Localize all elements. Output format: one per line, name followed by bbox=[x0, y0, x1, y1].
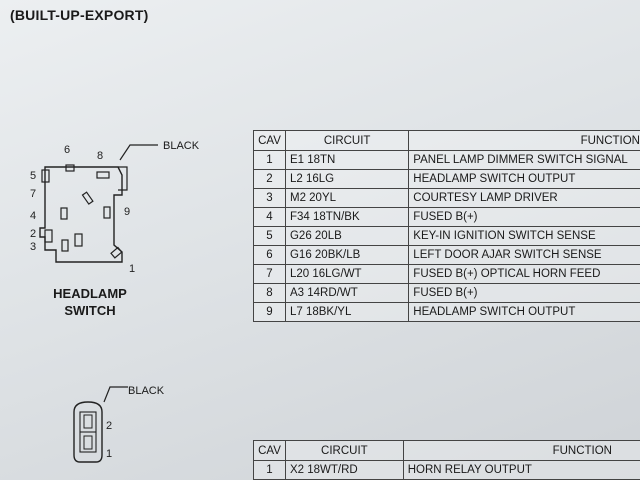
circuit-cell: M2 20YL bbox=[284, 188, 410, 208]
circuit-cell: L20 16LG/WT bbox=[284, 264, 410, 284]
function-cell: FUSED B(+) bbox=[408, 283, 640, 303]
column-header: CAV bbox=[253, 440, 286, 461]
pin-label: 2 bbox=[106, 420, 113, 432]
function-cell: COURTESY LAMP DRIVER bbox=[408, 188, 640, 208]
cav-cell: 2 bbox=[253, 169, 286, 189]
function-cell: LEFT DOOR AJAR SWITCH SENSE bbox=[408, 245, 640, 265]
caption-line: SWITCH bbox=[64, 303, 116, 318]
pin-label: 1 bbox=[106, 448, 113, 460]
circuit-cell: E1 18TN bbox=[284, 150, 410, 170]
pin-label: 9 bbox=[124, 206, 131, 218]
column-header: CAV bbox=[253, 130, 286, 151]
circuit-cell: X2 18WT/RD bbox=[284, 460, 404, 480]
cav-cell: 8 bbox=[253, 283, 286, 303]
circuit-cell: F34 18TN/BK bbox=[284, 207, 410, 227]
connector-color-label: BLACK bbox=[163, 140, 200, 152]
headlamp-switch-connector-diagram bbox=[39, 144, 158, 463]
table-header-row: CAV CIRCUIT FUNCTION bbox=[253, 440, 640, 461]
connector-color-label: BLACK bbox=[128, 385, 165, 397]
cav-cell: 3 bbox=[253, 188, 286, 208]
cav-cell: 9 bbox=[253, 302, 286, 322]
function-cell: HEADLAMP SWITCH OUTPUT bbox=[408, 302, 640, 322]
function-cell: FUSED B(+) OPTICAL HORN FEED bbox=[408, 264, 640, 284]
circuit-cell: G16 20BK/LB bbox=[284, 245, 410, 265]
circuit-cell: G26 20LB bbox=[284, 226, 410, 246]
cav-cell: 6 bbox=[253, 245, 286, 265]
function-cell: FUSED B(+) bbox=[408, 207, 640, 227]
function-cell: HORN RELAY OUTPUT bbox=[402, 460, 640, 480]
table-header-row: CAV CIRCUIT FUNCTION bbox=[253, 130, 640, 151]
cav-cell: 1 bbox=[253, 460, 286, 480]
pin-label: 8 bbox=[97, 150, 104, 162]
pin-label: 3 bbox=[30, 241, 37, 253]
caption-line: HEADLAMP bbox=[53, 286, 127, 301]
pin-label: 2 bbox=[30, 228, 37, 240]
pin-label: 4 bbox=[30, 210, 37, 222]
function-cell: KEY-IN IGNITION SWITCH SENSE bbox=[408, 226, 640, 246]
section-subtitle: (BUILT-UP-EXPORT) bbox=[10, 7, 149, 23]
pin-label: 7 bbox=[30, 188, 37, 200]
column-header: CIRCUIT bbox=[284, 440, 404, 461]
cav-cell: 7 bbox=[253, 264, 286, 284]
circuit-cell: L2 16LG bbox=[284, 169, 410, 189]
column-header: FUNCTION bbox=[402, 440, 640, 461]
function-cell: PANEL LAMP DIMMER SWITCH SIGNAL bbox=[408, 150, 640, 170]
circuit-cell: A3 14RD/WT bbox=[284, 283, 410, 303]
connector-caption: HEADLAMP SWITCH bbox=[35, 285, 145, 319]
pin-label: 6 bbox=[64, 144, 71, 156]
cav-cell: 5 bbox=[253, 226, 286, 246]
column-header: FUNCTION bbox=[408, 130, 640, 151]
function-cell: HEADLAMP SWITCH OUTPUT bbox=[408, 169, 640, 189]
column-header: CIRCUIT bbox=[284, 130, 410, 151]
cav-cell: 1 bbox=[253, 150, 286, 170]
pin-label: 5 bbox=[30, 170, 37, 182]
pin-label: 1 bbox=[129, 263, 136, 275]
cav-cell: 4 bbox=[253, 207, 286, 227]
circuit-cell: L7 18BK/YL bbox=[284, 302, 410, 322]
